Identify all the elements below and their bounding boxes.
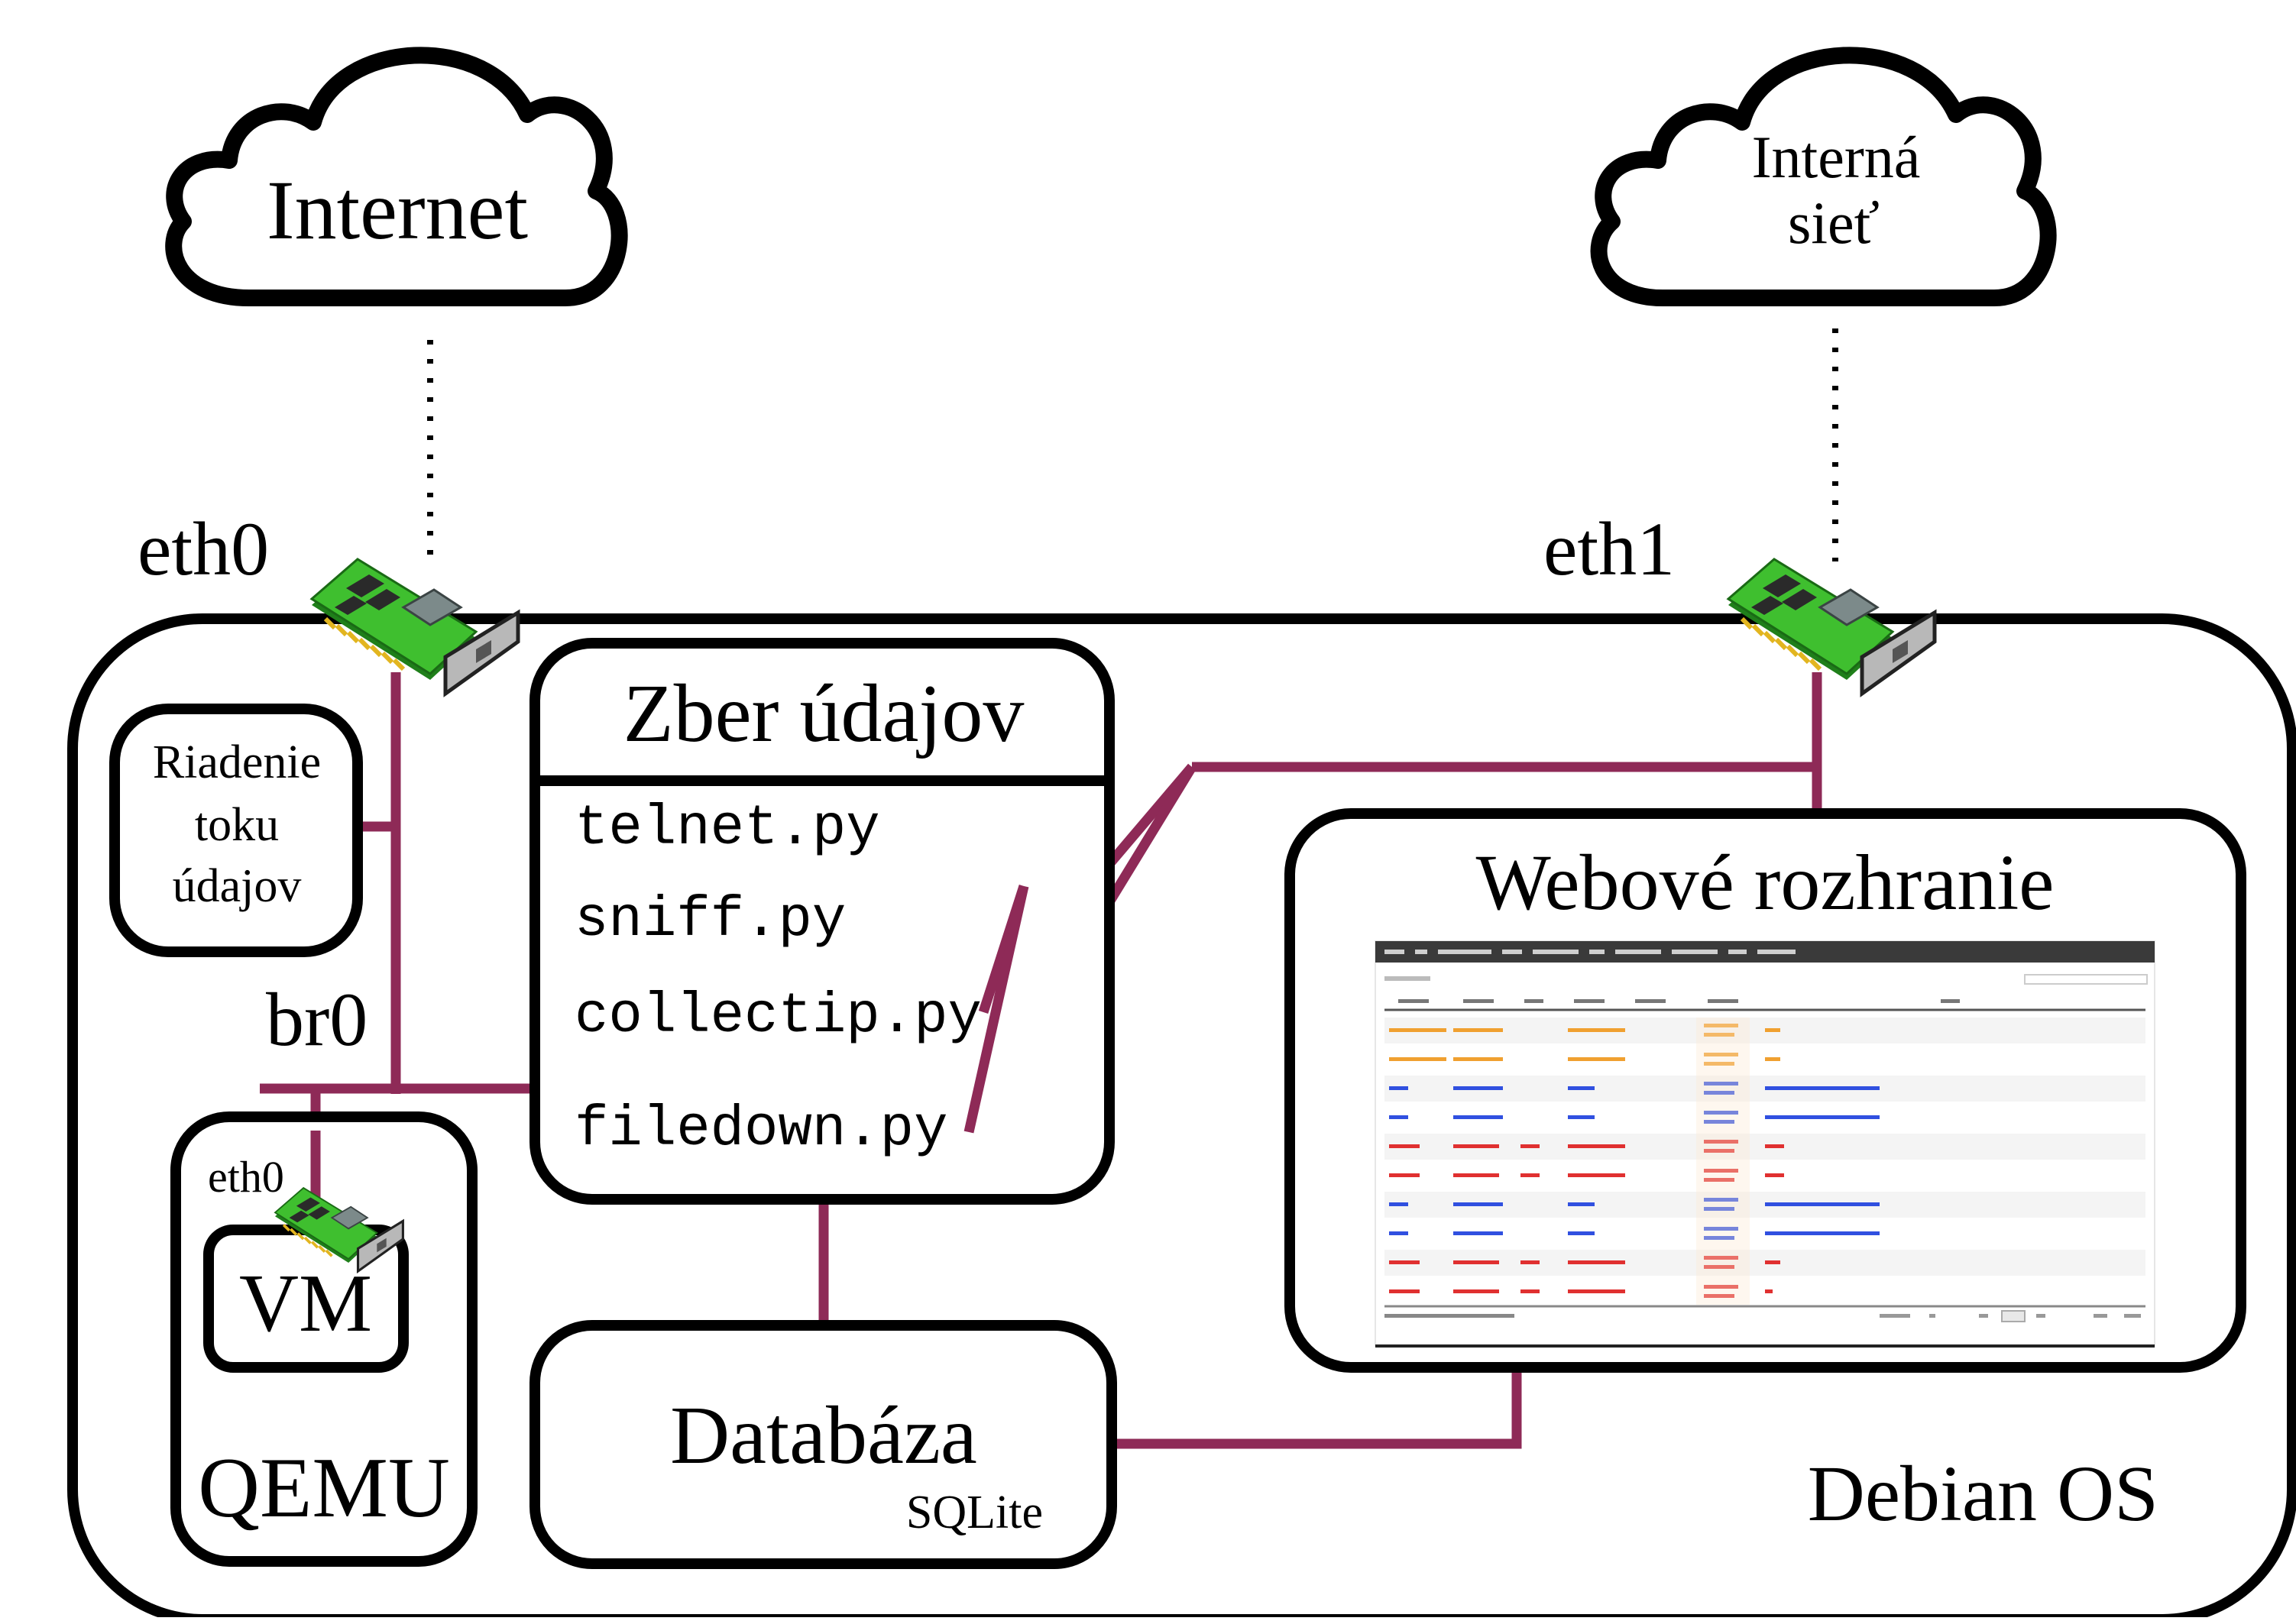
cloud-icon xyxy=(165,47,628,307)
script-collectip: collectip.py xyxy=(575,985,982,1049)
eth0-vm-label: eth0 xyxy=(208,1152,284,1202)
flow-control-line2: toku xyxy=(195,799,279,851)
cloud-icon xyxy=(1590,47,2057,307)
web-interface-screenshot xyxy=(1375,940,2155,1348)
web-interface-title: Webové rozhranie xyxy=(1476,839,2055,927)
internet-label: Internet xyxy=(267,163,528,257)
flow-control-line3: údajov xyxy=(173,860,302,912)
debian-os-label: Debian OS xyxy=(1808,1450,2158,1538)
script-sniff: sniff.py xyxy=(575,888,846,953)
script-filedown: filedown.py xyxy=(575,1098,947,1162)
qemu-label: QEMU xyxy=(198,1441,450,1535)
eth1-host-label: eth1 xyxy=(1543,506,1675,591)
eth0-host-label: eth0 xyxy=(138,506,269,591)
internal-network-cloud: Interná sieť xyxy=(1590,47,2057,307)
database-title: Databáza xyxy=(670,1390,977,1481)
data-collection-title: Zber údajov xyxy=(623,668,1025,759)
internal-network-label-line2: sieť xyxy=(1788,189,1880,256)
database-box: Databáza SQLite xyxy=(529,1320,1117,1569)
vm-label: VM xyxy=(239,1258,372,1349)
web-interface-box: Webové rozhranie xyxy=(1284,808,2246,1373)
script-telnet: telnet.py xyxy=(575,797,880,861)
flow-control-box: Riadenie toku údajov xyxy=(109,704,363,957)
internal-network-label-line1: Interná xyxy=(1752,124,1921,190)
vm-box: VM xyxy=(203,1225,409,1373)
internet-cloud: Internet xyxy=(165,47,628,307)
br0-label: br0 xyxy=(266,977,368,1062)
database-engine: SQLite xyxy=(906,1487,1043,1538)
data-collection-box: Zber údajov telnet.py sniff.py collectip… xyxy=(529,638,1115,1205)
flow-control-line1: Riadenie xyxy=(153,736,321,788)
